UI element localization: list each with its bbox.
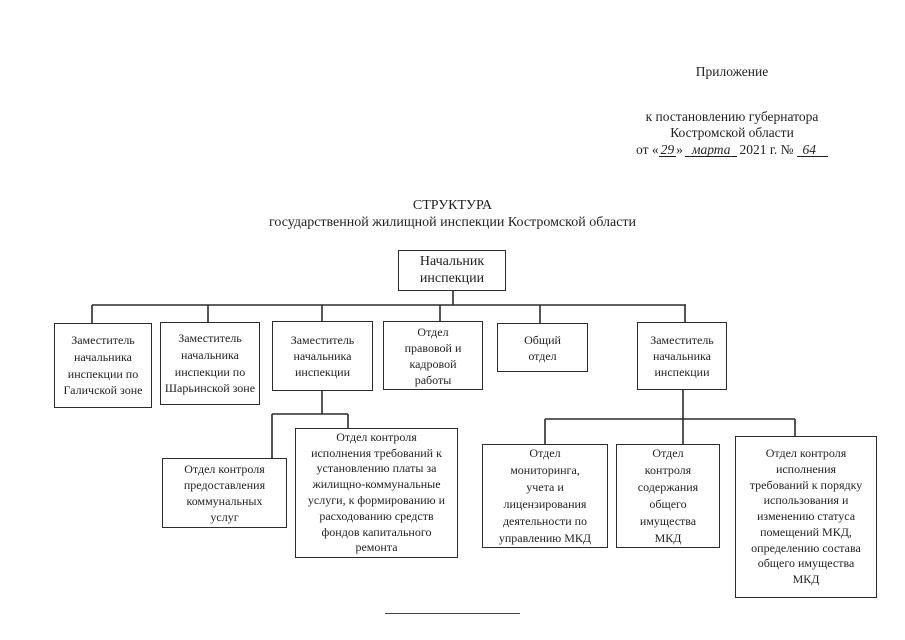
org-node-label: Заместитель начальника инспекции bbox=[650, 333, 714, 379]
org-node-deputy-inspection-2: Заместитель начальника инспекции bbox=[637, 322, 727, 390]
handwritten-day: 29 bbox=[658, 142, 677, 157]
decree-line-1: к постановлению губернатора bbox=[645, 109, 819, 124]
org-node-premises-status-control-department: Отдел контроля исполнения требований к п… bbox=[735, 436, 877, 598]
structure-title-block: СТРУКТУРА государственной жилищной инспе… bbox=[0, 197, 905, 231]
org-node-utility-services-control-department: Отдел контроля предоставления коммунальн… bbox=[162, 458, 287, 528]
date-year-part: 2021 г. № bbox=[739, 142, 794, 157]
org-node-label: Начальник инспекции bbox=[419, 254, 485, 286]
date-prefix: от « bbox=[636, 142, 659, 157]
appendix-label: Приложение bbox=[695, 64, 769, 79]
org-node-deputy-inspection-1: Заместитель начальника инспекции bbox=[272, 321, 373, 391]
org-node-label: Отдел контроля предоставления коммунальн… bbox=[183, 462, 266, 524]
org-node-label: Заместитель начальника инспекции по Шарь… bbox=[164, 331, 256, 396]
structure-title: СТРУКТУРА bbox=[412, 198, 493, 213]
date-close-quote: » bbox=[676, 142, 683, 157]
org-node-label: Заместитель начальника инспекции bbox=[290, 333, 355, 379]
handwritten-number: 64 bbox=[796, 143, 828, 157]
org-node-label: Заместитель начальника инспекции по Гали… bbox=[63, 333, 143, 398]
org-node-general-department: Общий отдел bbox=[497, 323, 588, 372]
footer-signature-line bbox=[385, 613, 520, 614]
org-node-label: Отдел контроля содержания общего имущест… bbox=[637, 446, 699, 545]
org-node-deputy-sharya-zone: Заместитель начальника инспекции по Шарь… bbox=[160, 322, 260, 405]
org-node-label: Отдел контроля исполнения требований к п… bbox=[749, 445, 863, 587]
org-node-label: Общий отдел bbox=[524, 332, 561, 363]
org-node-label: Отдел контроля исполнения требований к у… bbox=[307, 429, 446, 555]
org-node-payment-requirements-control-department: Отдел контроля исполнения требований к у… bbox=[295, 428, 458, 558]
org-node-label: Отдел правовой и кадровой работы bbox=[404, 324, 462, 387]
org-node-head-of-inspection: Начальник инспекции bbox=[398, 250, 506, 291]
handwritten-month: марта bbox=[684, 143, 738, 157]
org-node-deputy-galich-zone: Заместитель начальника инспекции по Гали… bbox=[54, 323, 152, 408]
org-node-legal-hr-department: Отдел правовой и кадровой работы bbox=[383, 321, 483, 390]
structure-subtitle: государственной жилищной инспекции Костр… bbox=[268, 215, 637, 230]
decree-line-2: Костромской области bbox=[670, 125, 794, 140]
document-header: Приложение к постановлению губернатора К… bbox=[598, 64, 866, 158]
org-node-label: Отдел мониторинга, учета и лицензировани… bbox=[498, 446, 592, 545]
org-node-monitoring-licensing-department: Отдел мониторинга, учета и лицензировани… bbox=[482, 444, 608, 548]
org-node-common-property-maintenance-department: Отдел контроля содержания общего имущест… bbox=[616, 444, 720, 548]
